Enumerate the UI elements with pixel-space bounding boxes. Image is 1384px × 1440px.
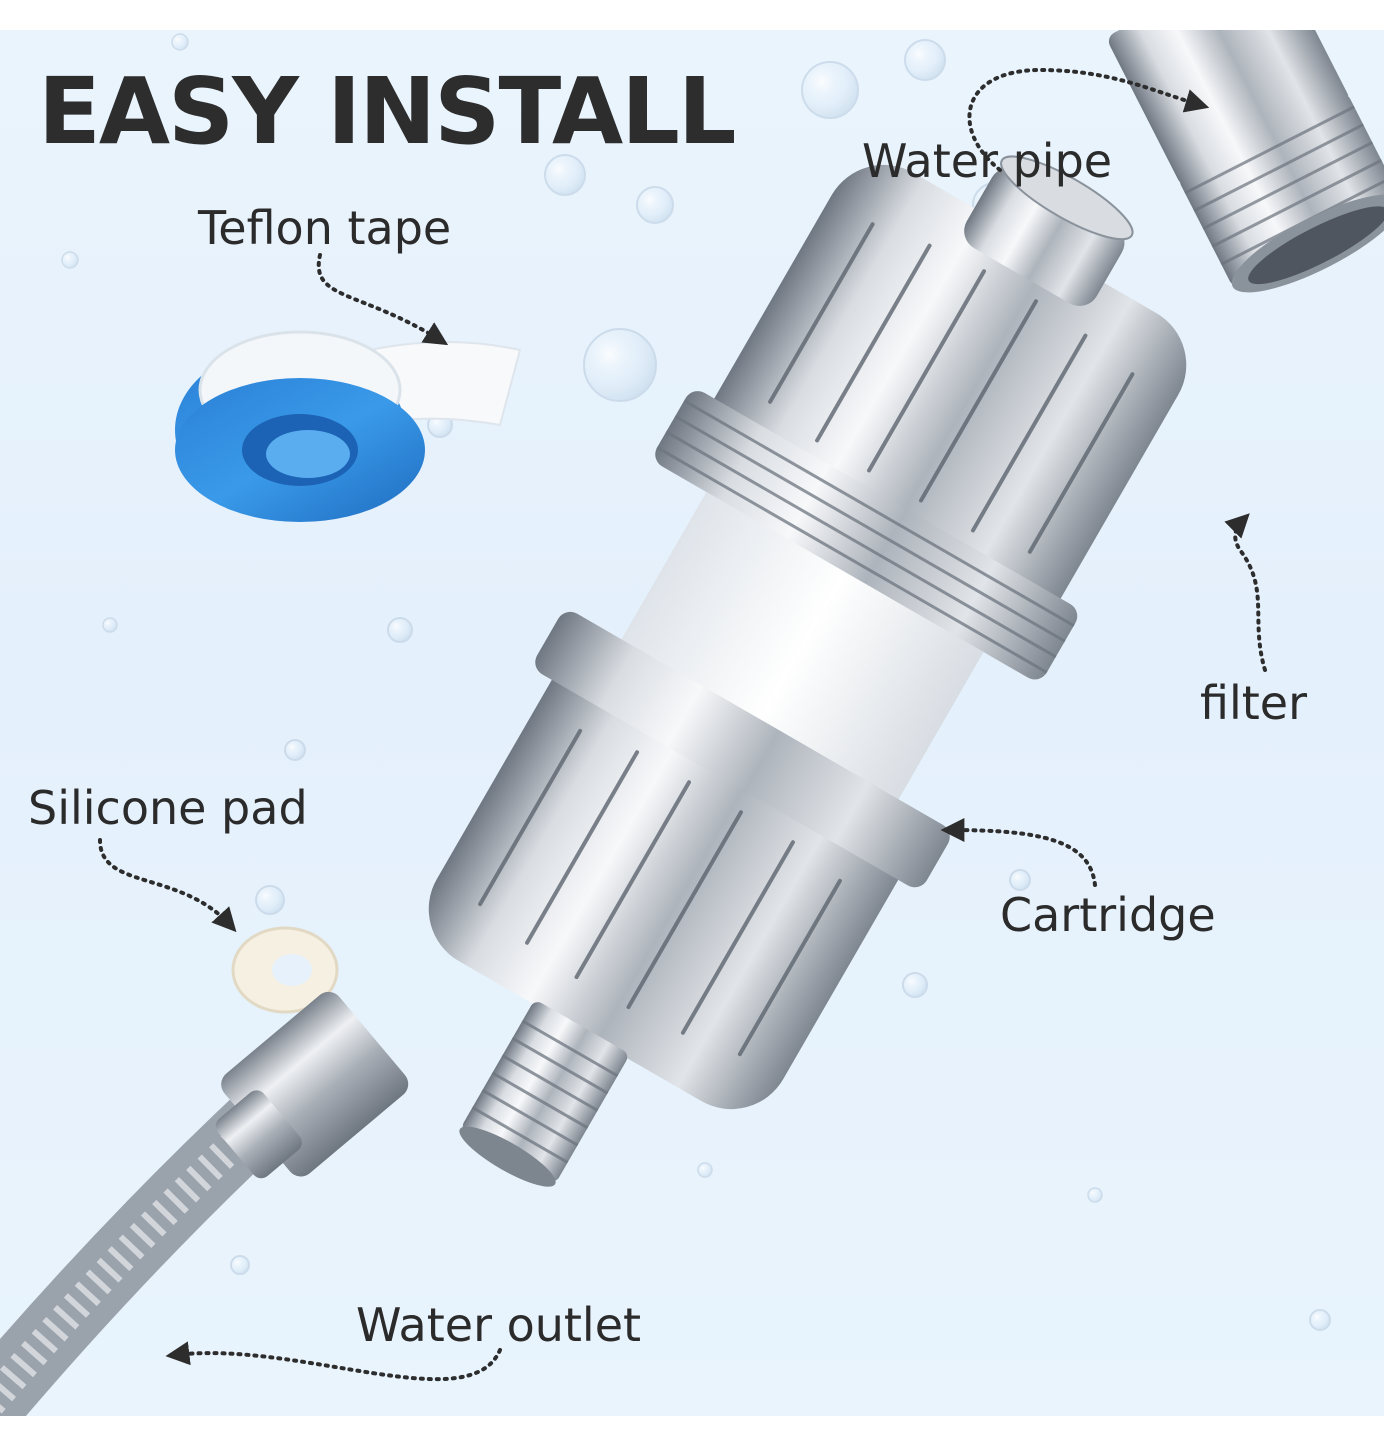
illustration (0, 30, 1384, 1416)
page-title: EASY INSTALL (38, 58, 737, 165)
arrow-filter (1224, 513, 1267, 672)
arrow-cartridge (940, 818, 1097, 887)
label-filter: filter (1200, 676, 1308, 730)
teflon-tape-part (175, 330, 522, 522)
label-water-outlet: Water outlet (356, 1298, 642, 1352)
arrow-water-pipe (967, 67, 1210, 172)
annotation-arrows (98, 67, 1267, 1382)
arrow-water-outlet (165, 1341, 502, 1382)
arrow-silicone-pad (98, 838, 237, 933)
label-silicone-pad: Silicone pad (28, 781, 308, 835)
silicone-pad-part (231, 926, 339, 1014)
water-bubbles (61, 33, 1331, 1331)
label-teflon-tape: Teflon tape (198, 201, 452, 255)
diagram-canvas: EASY INSTALL Teflon tape Water pipe filt… (0, 30, 1384, 1416)
water-outlet-hose (0, 991, 409, 1416)
filter-assembly (428, 155, 1187, 1187)
water-pipe-part (1108, 30, 1384, 293)
arrow-teflon-tape (316, 253, 449, 346)
label-water-pipe: Water pipe (862, 134, 1113, 188)
label-cartridge: Cartridge (1000, 888, 1216, 942)
